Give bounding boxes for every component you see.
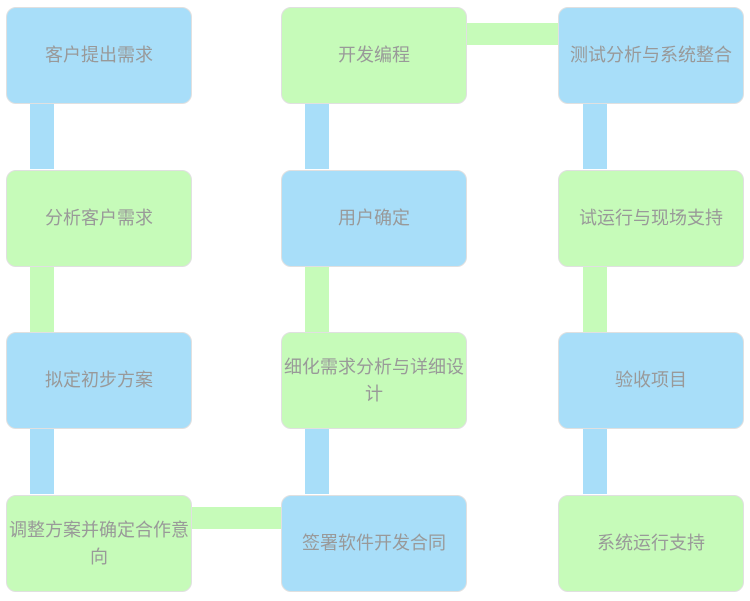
node-operation-support: 系统运行支持 <box>558 495 744 592</box>
connector-n2-n3 <box>30 267 54 332</box>
node-label: 系统运行支持 <box>597 533 705 554</box>
node-acceptance: 验收项目 <box>558 332 744 429</box>
connector-n8-n9 <box>466 23 559 45</box>
connector-n5-n6 <box>305 429 329 494</box>
node-trial-run: 试运行与现场支持 <box>558 170 744 267</box>
node-customer-request: 客户提出需求 <box>6 7 192 104</box>
connector-n11-n12 <box>583 429 607 494</box>
node-user-confirm: 用户确定 <box>281 170 467 267</box>
connector-n6-n7 <box>305 267 329 332</box>
connector-n7-n8 <box>305 104 329 169</box>
node-label: 客户提出需求 <box>45 45 153 66</box>
node-label: 用户确定 <box>338 208 410 229</box>
connector-n4-n5 <box>191 507 282 529</box>
node-label: 试运行与现场支持 <box>579 208 723 229</box>
node-label: 验收项目 <box>615 370 687 391</box>
node-development: 开发编程 <box>281 7 467 104</box>
node-label: 签署软件开发合同 <box>302 533 446 554</box>
node-label: 拟定初步方案 <box>45 370 153 391</box>
node-label: 细化需求分析与详细设计 <box>284 356 464 405</box>
node-testing-integration: 测试分析与系统整合 <box>558 7 744 104</box>
connector-n9-n10 <box>583 104 607 169</box>
connector-n1-n2 <box>30 104 54 169</box>
node-analyze-requirements: 分析客户需求 <box>6 170 192 267</box>
connector-n3-n4 <box>30 429 54 494</box>
node-draft-plan: 拟定初步方案 <box>6 332 192 429</box>
node-sign-contract: 签署软件开发合同 <box>281 495 467 592</box>
node-label: 开发编程 <box>338 45 410 66</box>
node-adjust-plan: 调整方案并确定合作意向 <box>6 495 192 592</box>
node-detailed-design: 细化需求分析与详细设计 <box>281 332 467 429</box>
connector-n10-n11 <box>583 267 607 332</box>
node-label: 调整方案并确定合作意向 <box>9 519 189 568</box>
node-label: 测试分析与系统整合 <box>570 45 732 66</box>
node-label: 分析客户需求 <box>45 208 153 229</box>
